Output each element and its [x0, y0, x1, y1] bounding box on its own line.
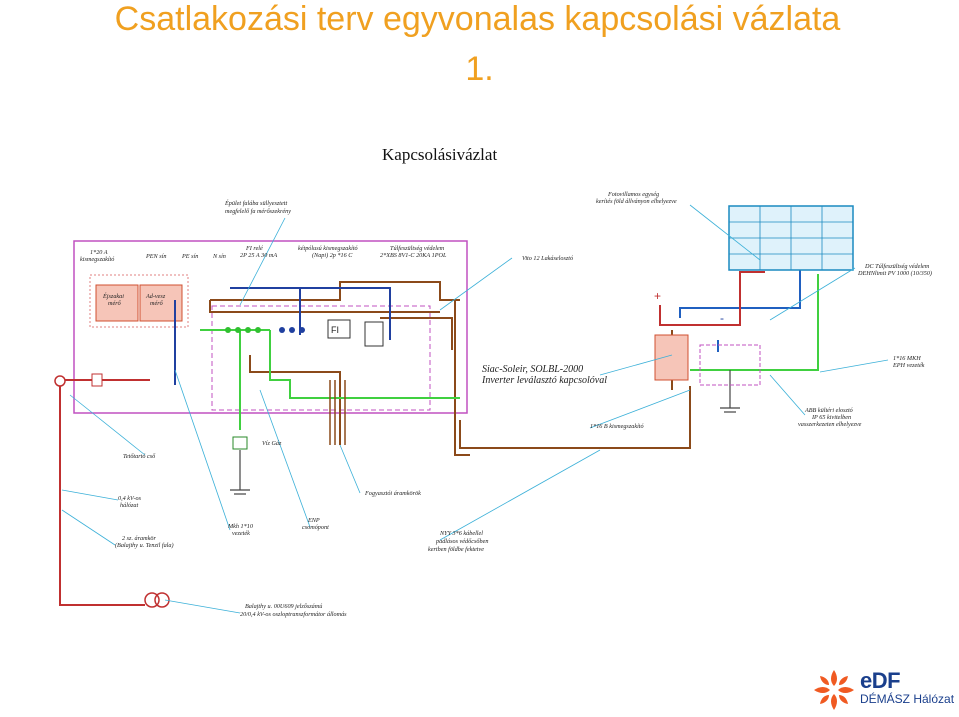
demasz-subtitle: DÉMÁSZ Hálózat [860, 692, 955, 706]
label-pen-bus: PEN sín [145, 253, 166, 260]
ground-symbols [230, 370, 740, 495]
label-consumer-circuits: Fogyasztói áramkörök [364, 490, 421, 497]
label-consumer-unit: Vito 12 Lakáselosztó [522, 255, 573, 262]
inverter-box [654, 334, 689, 381]
label-breaker-right: 1*16 B kismegszakító [590, 423, 644, 430]
consumer-feed [249, 355, 341, 445]
meter-cabinet [73, 240, 468, 414]
label-fuse-2: 2 sz. áramkör(Balajthy u. Tenzil fala) [115, 535, 174, 549]
edf-logo: eDF DÉMÁSZ Hálózat [812, 668, 955, 712]
distribution-enclosure [211, 305, 431, 411]
pv-array [728, 205, 854, 271]
fi-label: FI [331, 325, 339, 335]
title-line-2: 1. [465, 50, 494, 88]
neutral-terminals [279, 327, 305, 333]
dc-plus-line [659, 271, 765, 326]
label-n-bus: N sín [212, 253, 226, 260]
pe-terminals [225, 327, 261, 333]
diagram-heading: Kapcsolásivázlat [382, 145, 497, 164]
phase-line-top [209, 300, 470, 456]
title-line-1: Csatlakozási terv egyvonalas kapcsolási … [114, 0, 841, 38]
minus-sign: - [720, 311, 724, 325]
night-meter [95, 284, 139, 322]
page-title: Csatlakozási terv egyvonalas kapcsolási … [0, 0, 959, 88]
eph-line [690, 274, 819, 371]
abb-enclosure [699, 344, 761, 386]
service-entry [54, 375, 66, 387]
phase-line-1 [210, 281, 460, 301]
label-water-gas: Víz Gáz [262, 440, 282, 447]
label-pe-bus: PE sín [181, 253, 198, 260]
label-support-pipe: Tetőtartó cső [123, 453, 156, 460]
neutral-bus [174, 287, 391, 385]
water-gas-clamp [232, 436, 248, 450]
transformer-symbol [144, 592, 170, 608]
plus-sign: + [654, 289, 661, 303]
fi-relay-box [327, 319, 351, 339]
nyy-cable-route [459, 386, 691, 449]
main-fuse [91, 373, 103, 387]
meter-panel [89, 274, 189, 328]
leader-lines [61, 204, 889, 614]
edf-swirl-icon [814, 670, 854, 710]
label-breaker-mid: kétpólusú kismegszakító(Napi) 2p *16 C [298, 245, 358, 259]
edf-brand: eDF [860, 668, 901, 693]
breaker-box [364, 321, 384, 347]
phase-line-2 [380, 317, 453, 350]
